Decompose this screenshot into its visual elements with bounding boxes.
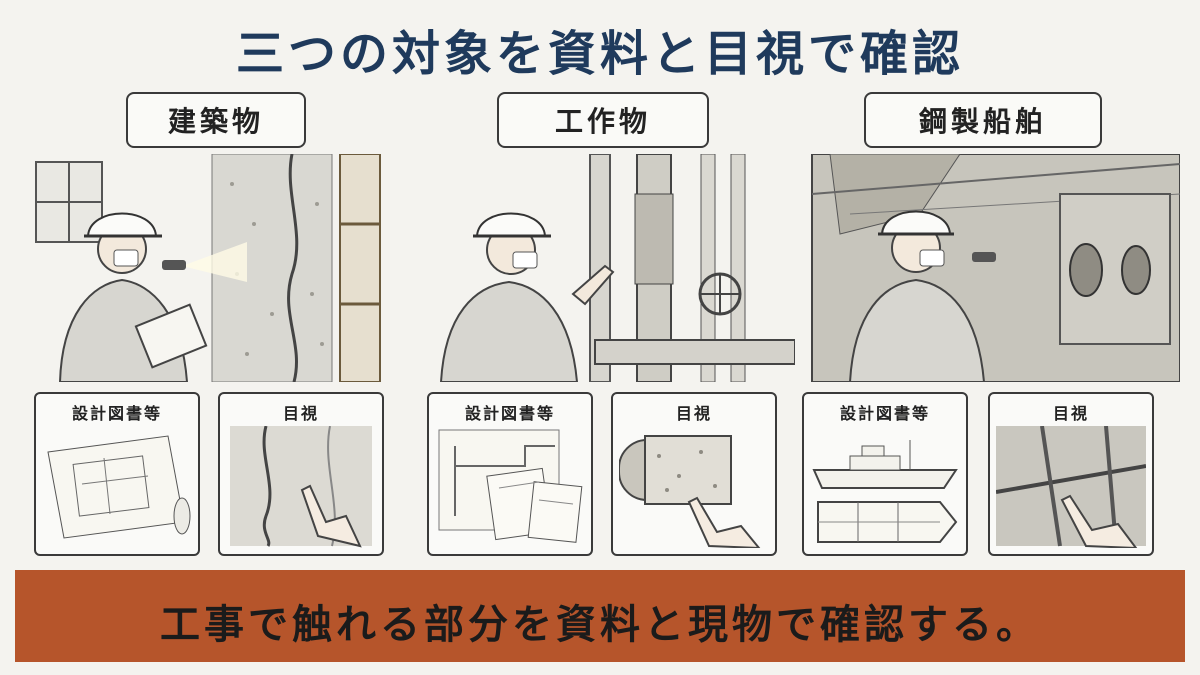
summary-banner: 工事で触れる部分を資料と現物で確認する。 [15,570,1185,662]
column-label-building: 建築物 [126,92,306,148]
pipe-insulation-closeup [619,435,761,548]
column-building: 建築物 [22,92,412,562]
hull-frame-closeup [996,426,1146,548]
card-label: 目視 [1052,404,1089,423]
page-title: 三つの対象を資料と目視で確認 [235,26,964,82]
visual-card-building: 目視 [218,392,384,556]
card-label: 目視 [282,404,319,423]
visual-card-steel-ship: 目視 [988,392,1154,556]
piping-inspection-scene [405,154,795,382]
ship-drawing [812,440,958,543]
floor-plan-drawing [47,435,191,539]
column-label-steel-ship: 鋼製船舶 [864,92,1102,148]
card-label: 目視 [675,404,712,423]
document-card-building: 設計図書等 [34,392,200,556]
ship-hold-inspection-scene [790,154,1180,382]
column-structure: 工作物 設計図書等 [405,92,795,562]
document-card-steel-ship: 設計図書等 [802,392,968,556]
card-label: 設計図書等 [464,404,555,423]
column-label-structure: 工作物 [497,92,709,148]
building-inspection-scene [22,154,412,382]
piping-drawing [438,429,583,543]
column-steel-ship: 鋼製船舶 設計図書等 [790,92,1180,562]
card-label: 設計図書等 [71,404,162,423]
document-card-structure: 設計図書等 [427,392,593,556]
visual-card-structure: 目視 [611,392,777,556]
summary-text: 工事で触れる部分を資料と現物で確認する。 [160,602,1040,648]
card-label: 設計図書等 [839,404,930,423]
concrete-crack-closeup [230,426,372,548]
